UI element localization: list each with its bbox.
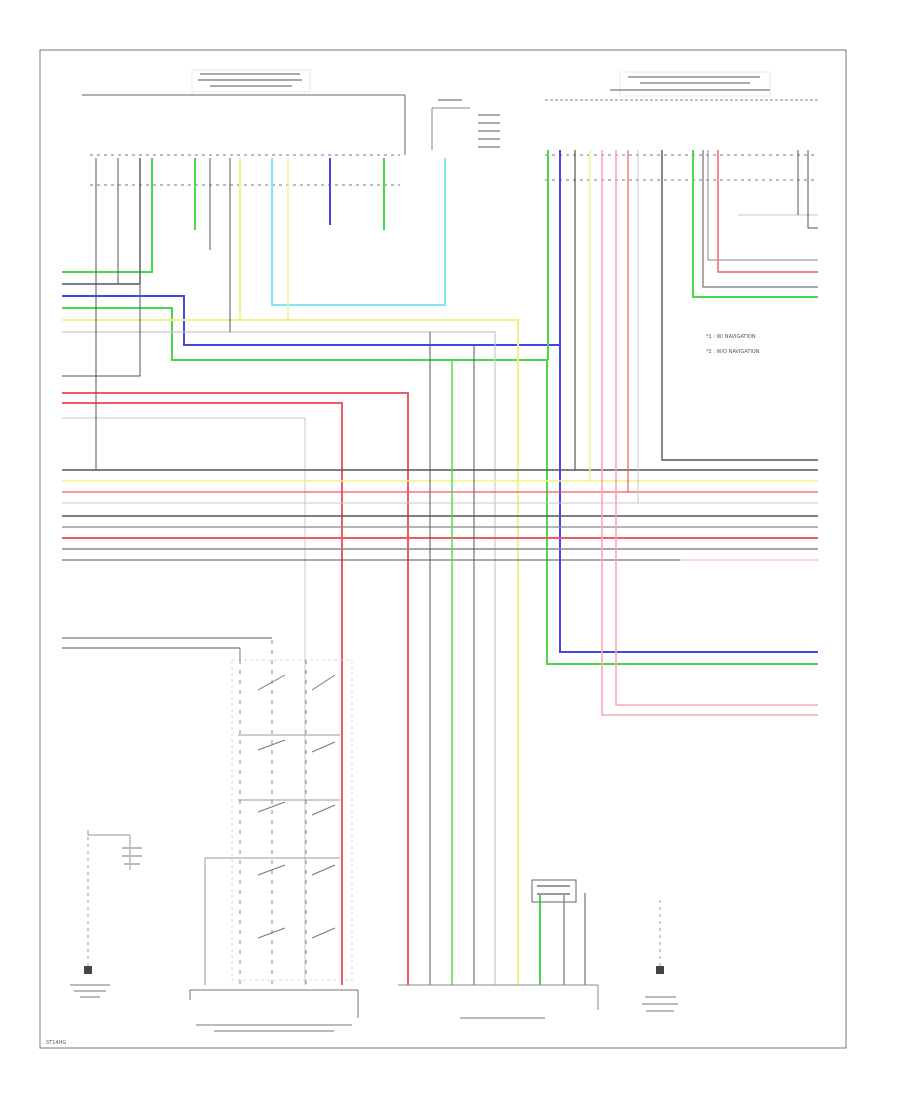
wire-gray-41 xyxy=(707,150,818,261)
legend: *1 : W/ NAVIGATION *2 : W/O NAVIGATION xyxy=(706,334,760,355)
top-left-connector xyxy=(82,69,406,186)
switch-assembly xyxy=(189,640,359,1032)
wire-yellow-4 xyxy=(62,319,519,985)
legend-item-1: *1 : W/ NAVIGATION xyxy=(706,334,756,340)
wire-light_red-34 xyxy=(615,150,818,706)
wire-dark-37 xyxy=(661,150,818,461)
diagram-border xyxy=(39,49,847,1049)
wire-dark-44 xyxy=(807,150,818,229)
top-right-connector xyxy=(545,71,818,181)
wire-red-7 xyxy=(62,392,409,985)
wire-green-3 xyxy=(62,307,818,665)
wire-light_gray-9 xyxy=(62,417,306,985)
wire-group xyxy=(62,150,818,985)
bottom-center-connector xyxy=(398,879,599,1019)
wire-red-8 xyxy=(62,402,343,985)
wire-light_red-33 xyxy=(601,150,818,716)
wire-dark-1 xyxy=(62,158,141,285)
wire-red-40 xyxy=(717,150,818,273)
wire-cyan-25 xyxy=(271,158,446,306)
top-center-block xyxy=(431,99,500,150)
legend-item-2: *2 : W/O NAVIGATION xyxy=(706,349,760,355)
bottom-left-component xyxy=(70,830,142,998)
wire-green-38 xyxy=(692,150,818,298)
wire-blue-2 xyxy=(62,295,818,653)
wire-dark-39 xyxy=(702,150,818,288)
bottom-right-component xyxy=(642,900,678,1012)
page-code: ST14HG xyxy=(46,1040,66,1046)
wire-dark-6 xyxy=(62,285,141,377)
wire-green-0 xyxy=(62,158,153,273)
wire-light_gray-5 xyxy=(62,331,496,985)
